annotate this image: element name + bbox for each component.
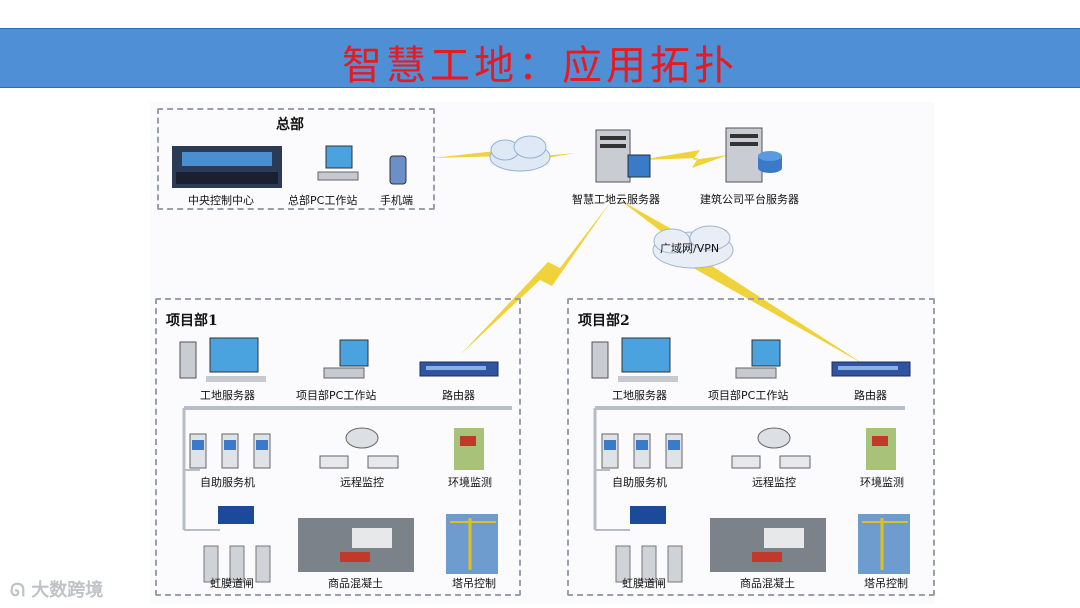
p1-kiosk-icon (189, 433, 271, 469)
p1-tower-crane-image (446, 514, 498, 574)
p1-label-concrete: 商品混凝土 (328, 577, 383, 590)
p1-env-monitor-icon (454, 428, 484, 470)
link-server-project1 (460, 200, 612, 355)
p1-label-site-server: 工地服务器 (200, 389, 255, 402)
smart-server-label: 智慧工地云服务器 (572, 193, 660, 206)
p1-label-crane: 塔吊控制 (452, 577, 496, 590)
p2-label-site-server: 工地服务器 (612, 389, 667, 402)
hq-item-mobile: 手机端 (380, 194, 413, 207)
p1-iris-gate-icon (203, 506, 271, 583)
p2-label-concrete: 商品混凝土 (740, 577, 795, 590)
cloud-icon (489, 135, 551, 172)
page-title: 智慧工地：应用拓扑 (342, 43, 738, 89)
p1-label-gate: 虹膜道闸 (210, 577, 254, 590)
hq-item-pc: 总部PC工作站 (288, 194, 358, 207)
p2-label-monitor: 远程监控 (752, 476, 796, 489)
p2-router-icon (831, 361, 911, 377)
watermark-logo-icon: ᘏ (10, 580, 32, 601)
mobile-phone-icon (389, 155, 407, 185)
p1-label-router: 路由器 (442, 389, 475, 402)
title-bar: 智慧工地：应用拓扑 (0, 28, 1080, 89)
p1-label-kiosk: 自助服务机 (200, 476, 255, 489)
p1-label-monitor: 远程监控 (340, 476, 384, 489)
project1-group (155, 298, 521, 596)
platform-server-icon (725, 127, 782, 183)
watermark: ᘏ 大数跨境 (10, 576, 103, 602)
p1-pc-icon (323, 339, 369, 379)
p2-label-crane: 塔吊控制 (864, 577, 908, 590)
project2-bus (593, 406, 905, 531)
hq-pc-icon (317, 145, 359, 181)
project1-bus (182, 406, 512, 531)
p2-label-pc: 项目部PC工作站 (708, 389, 789, 402)
wan-label: 广域网/VPN (660, 242, 720, 255)
wan-cloud-icon (652, 225, 734, 269)
hq-group (157, 108, 435, 210)
p1-label-pc: 项目部PC工作站 (296, 389, 377, 402)
p2-tower-crane-image (858, 514, 910, 574)
cloud-server-icon (595, 129, 651, 183)
p2-env-monitor-icon (866, 428, 896, 470)
project1-header: 项目部1 (166, 313, 218, 329)
p2-label-kiosk: 自助服务机 (612, 476, 667, 489)
p1-label-env: 环境监测 (448, 476, 492, 489)
p2-label-env: 环境监测 (860, 476, 904, 489)
project2-header: 项目部2 (578, 313, 630, 329)
platform-server-label: 建筑公司平台服务器 (700, 193, 799, 206)
p2-pc-icon (735, 339, 781, 379)
hq-item-control-center: 中央控制中心 (188, 194, 254, 207)
p2-camera-icon (731, 427, 811, 469)
p2-concrete-image (710, 518, 826, 572)
p2-site-server-icon (591, 337, 678, 382)
p1-concrete-image (298, 518, 414, 572)
link-server-platform (640, 150, 728, 168)
p1-router-icon (419, 361, 499, 377)
control-center-image (172, 146, 282, 188)
p1-camera-icon (319, 427, 399, 469)
p2-label-gate: 虹膜道闸 (622, 577, 666, 590)
p1-site-server-icon (179, 337, 266, 382)
hq-header: 总部 (276, 117, 304, 133)
p2-kiosk-icon (601, 433, 683, 469)
project2-group (567, 298, 935, 596)
watermark-text: 大数跨境 (31, 580, 104, 601)
p2-iris-gate-icon (615, 506, 683, 583)
p2-label-router: 路由器 (854, 389, 887, 402)
